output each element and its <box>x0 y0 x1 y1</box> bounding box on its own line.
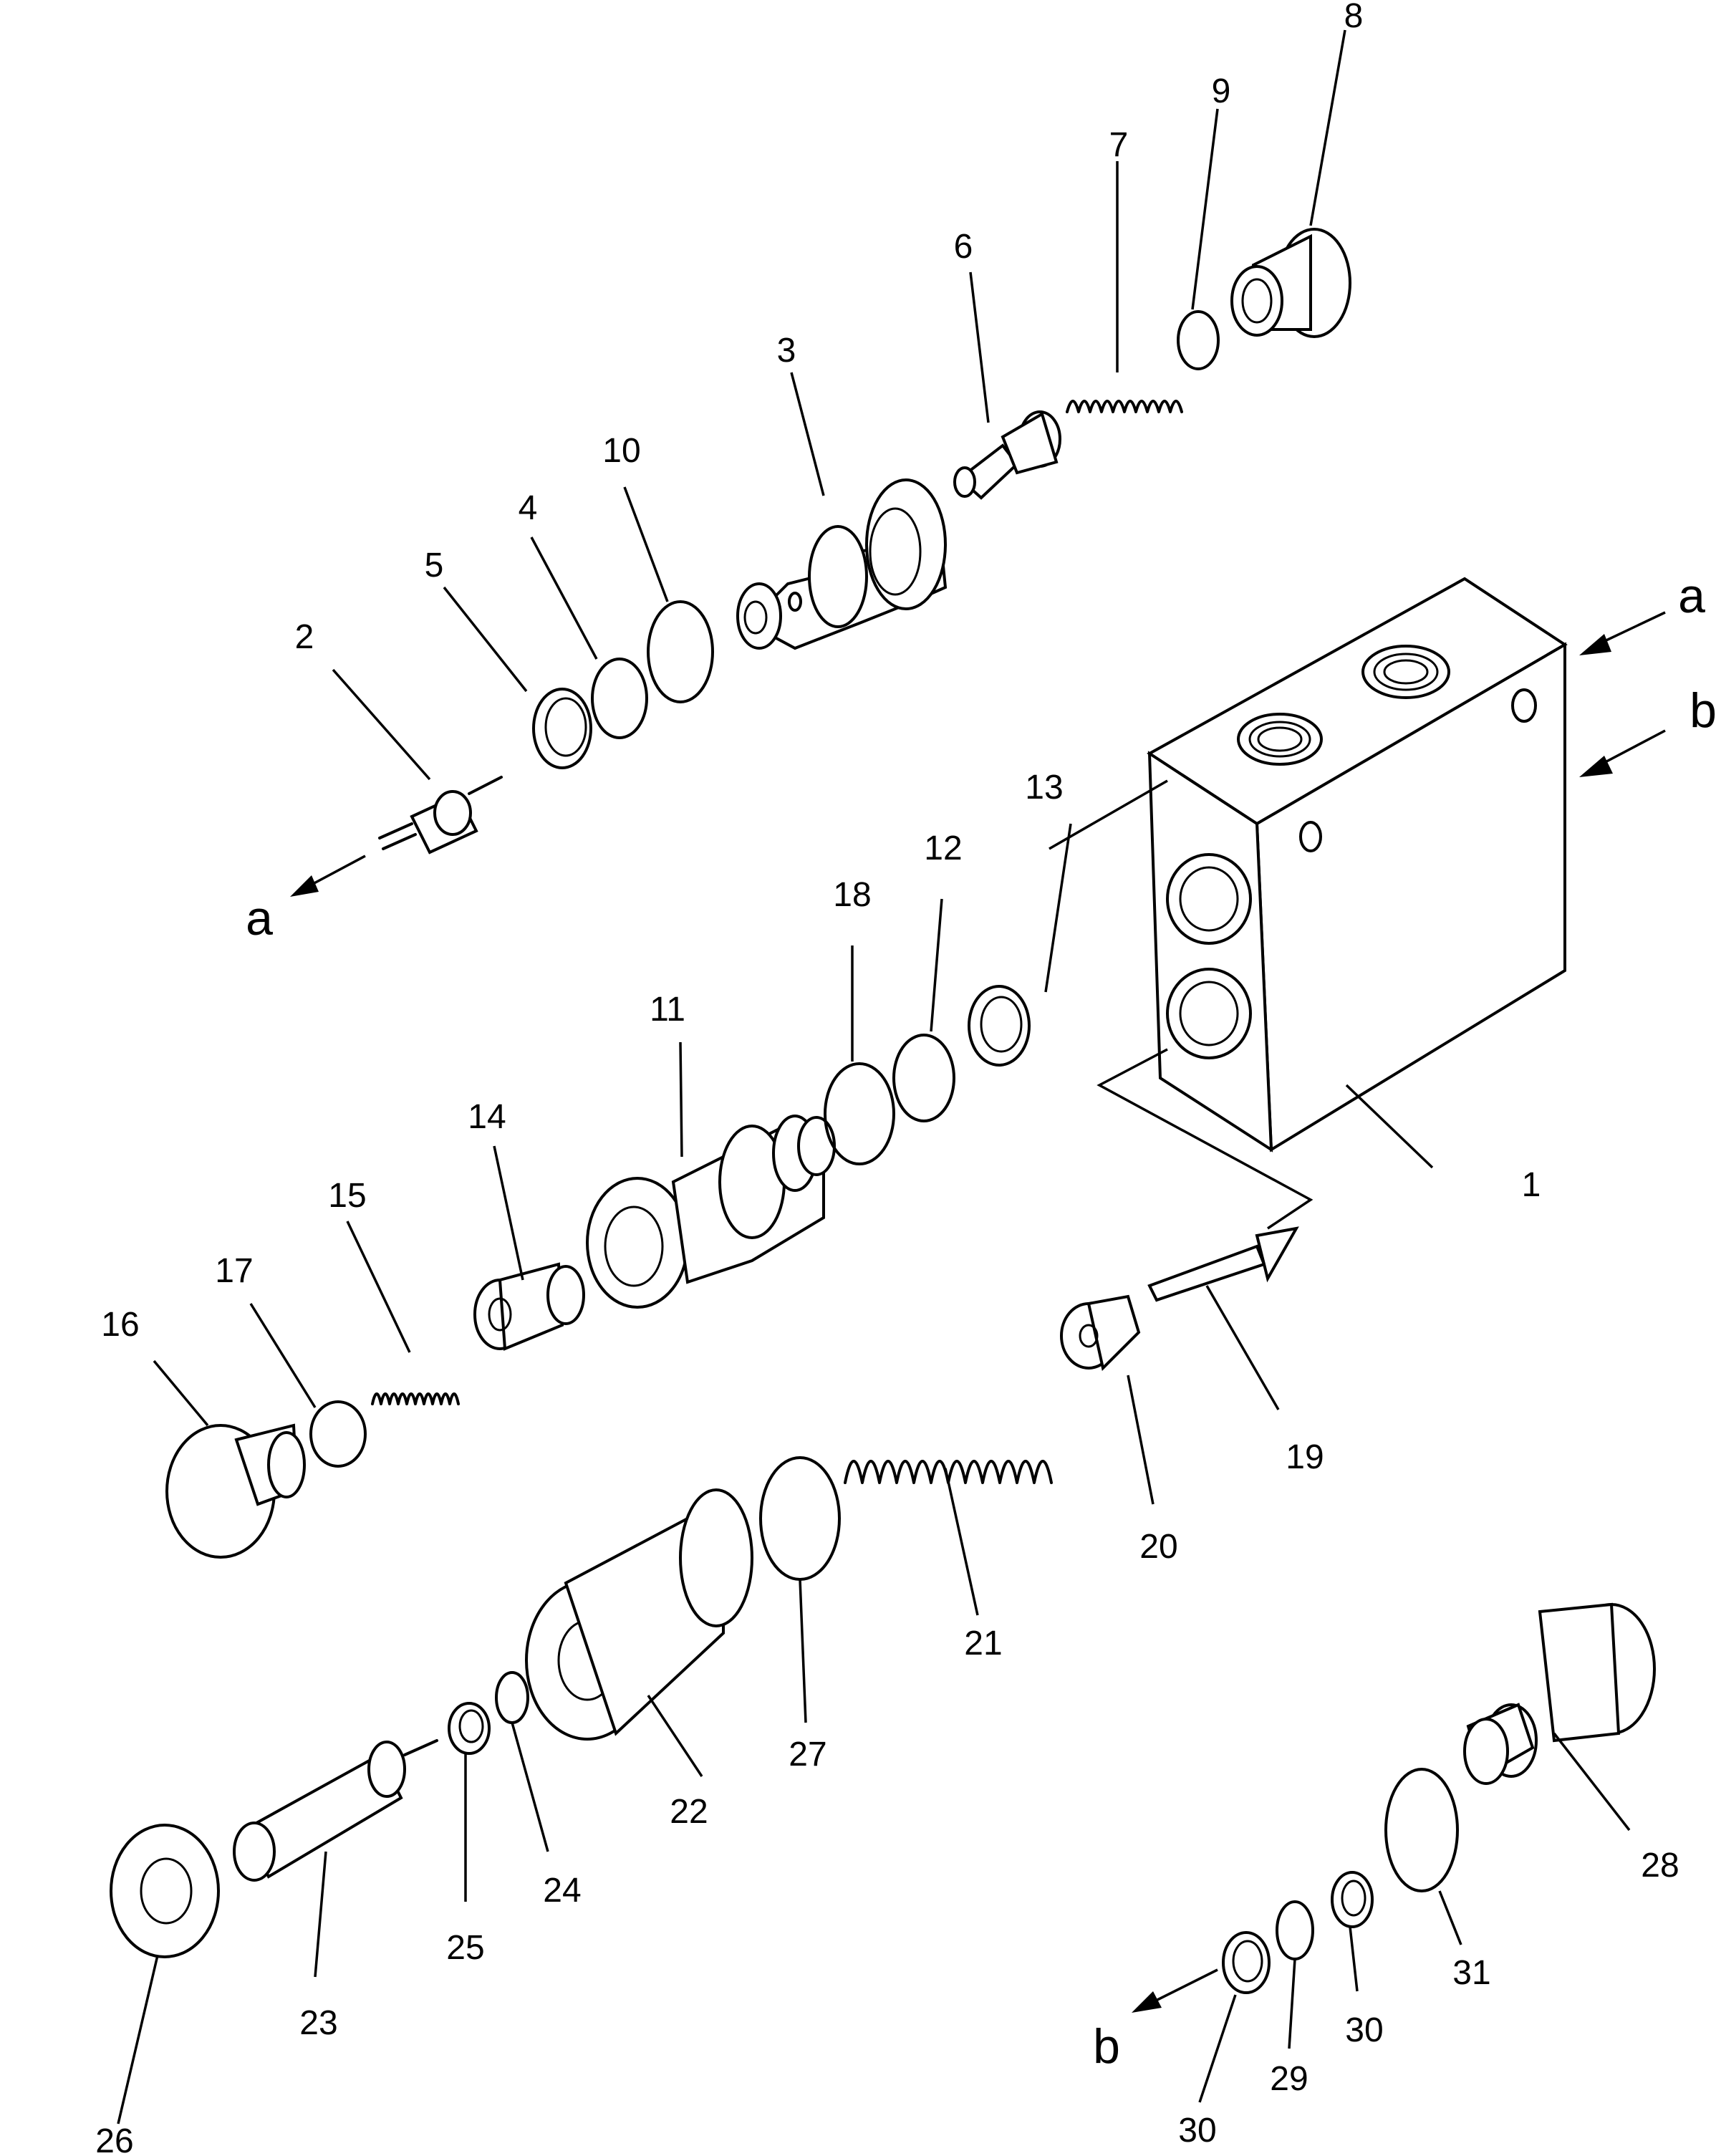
callout-27: 27 <box>789 1736 826 1774</box>
callout-7: 7 <box>1109 126 1129 164</box>
arrow-a-in: a <box>1579 569 1705 655</box>
relief-valve-cartridge-11 <box>586 1115 836 1309</box>
callout-30a: 30 <box>1178 2112 1216 2150</box>
arrow-label-a-in: a <box>1678 569 1705 623</box>
relief-valve-cartridge-3 <box>736 478 948 650</box>
o-ring-4 <box>591 658 648 739</box>
callout-14: 14 <box>468 1098 506 1136</box>
callout-11: 11 <box>650 991 685 1029</box>
arrow-label-b-out: b <box>1093 2019 1120 2074</box>
adjust-screw-23 <box>233 1739 438 1882</box>
washer-30b <box>1331 1871 1374 1928</box>
plug-28 <box>1463 1602 1656 1785</box>
callout-31: 31 <box>1452 1954 1490 1992</box>
nut-26 <box>110 1824 220 1958</box>
arrow-label-b-in: b <box>1690 683 1716 738</box>
o-ring-29 <box>1276 1900 1314 1960</box>
poppet-14 <box>473 1262 585 1351</box>
callout-26: 26 <box>95 2122 133 2156</box>
callout-15: 15 <box>328 1177 366 1215</box>
callout-3: 3 <box>777 332 796 370</box>
o-ring-9 <box>1177 310 1220 370</box>
o-ring-18 <box>824 1062 895 1165</box>
callout-20: 20 <box>1139 1528 1177 1566</box>
callout-5: 5 <box>425 547 444 584</box>
callout-9: 9 <box>1212 72 1231 110</box>
callout-16: 16 <box>101 1306 139 1344</box>
callout-4: 4 <box>519 489 538 527</box>
o-ring-17 <box>309 1400 367 1468</box>
callout-18: 18 <box>833 876 871 914</box>
arrow-label-a-out: a <box>246 891 273 945</box>
spring-7 <box>1066 400 1183 413</box>
callout-21: 21 <box>964 1625 1002 1662</box>
plug-8 <box>1230 228 1351 338</box>
callout-28: 28 <box>1641 1847 1679 1885</box>
callout-1: 1 <box>1522 1166 1541 1204</box>
callout-22: 22 <box>670 1793 708 1831</box>
callout-23: 23 <box>299 2004 337 2042</box>
callout-25: 25 <box>446 1929 484 1967</box>
o-ring-31 <box>1384 1768 1459 1892</box>
poppet-6 <box>953 410 1061 500</box>
callout-19: 19 <box>1286 1438 1324 1476</box>
callout-2: 2 <box>295 618 314 656</box>
callout-10: 10 <box>602 432 640 470</box>
washer-25 <box>448 1702 491 1755</box>
callout-30b: 30 <box>1345 2011 1383 2049</box>
arrow-b-in: b <box>1579 683 1716 777</box>
callout-17: 17 <box>215 1252 253 1290</box>
callout-24: 24 <box>543 1872 581 1910</box>
callout-13: 13 <box>1025 769 1063 807</box>
spring-15 <box>371 1392 460 1405</box>
plug-16 <box>165 1423 306 1559</box>
housing-22 <box>525 1488 753 1741</box>
o-ring-27 <box>759 1456 841 1581</box>
pin-19 <box>1147 1226 1299 1302</box>
o-ring-12 <box>892 1034 955 1122</box>
callout-29: 29 <box>1270 2060 1308 2098</box>
arrow-b-out: b <box>1093 1968 1218 2074</box>
washer-30a <box>1222 1931 1271 1994</box>
o-ring-10 <box>647 600 714 703</box>
valve-body-block <box>1147 577 1568 1152</box>
callout-8: 8 <box>1344 0 1364 35</box>
spring-seat-20 <box>1060 1294 1141 1371</box>
washer-5 <box>532 688 592 769</box>
arrow-a-out: a <box>246 855 366 945</box>
callout-12: 12 <box>924 829 962 867</box>
leader-lines <box>117 29 1631 2124</box>
o-ring-24 <box>495 1671 529 1724</box>
callout-6: 6 <box>954 228 973 266</box>
washer-13 <box>968 985 1031 1067</box>
callout-labels: 8 9 7 6 3 10 4 5 2 13 12 18 11 14 15 17 … <box>95 0 1679 2156</box>
pin-2 <box>378 776 503 855</box>
